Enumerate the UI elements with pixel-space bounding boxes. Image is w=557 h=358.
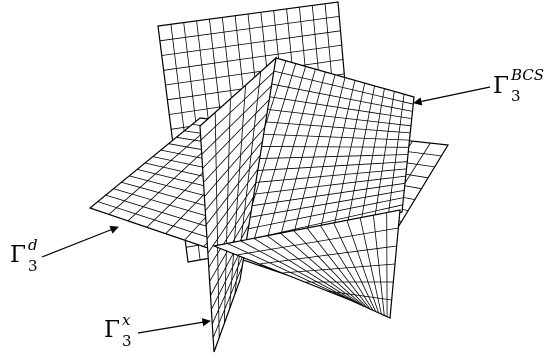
plane-group xyxy=(88,1,450,353)
arrow-d xyxy=(41,225,119,258)
gamma-bcs-superscript: BCS xyxy=(510,66,544,84)
label-gamma-bcs: Γ BCS 3 xyxy=(493,66,544,105)
arrow-x xyxy=(137,318,211,334)
gamma-x-subscript: 3 xyxy=(122,332,132,350)
plane-lower-right xyxy=(211,209,401,319)
label-gamma-d: Γ d 3 xyxy=(10,236,38,275)
gamma-bcs-subscript: 3 xyxy=(511,87,521,105)
gamma-x-superscript: x xyxy=(122,311,131,329)
gamma-d-symbol: Γ xyxy=(10,242,26,268)
gamma-bcs-symbol: Γ xyxy=(493,73,509,99)
arrow-bcs xyxy=(413,86,491,106)
label-gamma-x: Γ x 3 xyxy=(104,311,132,350)
gamma-d-subscript: 3 xyxy=(28,257,38,275)
gamma-d-superscript: d xyxy=(28,236,38,254)
gamma-x-symbol: Γ xyxy=(104,317,120,343)
